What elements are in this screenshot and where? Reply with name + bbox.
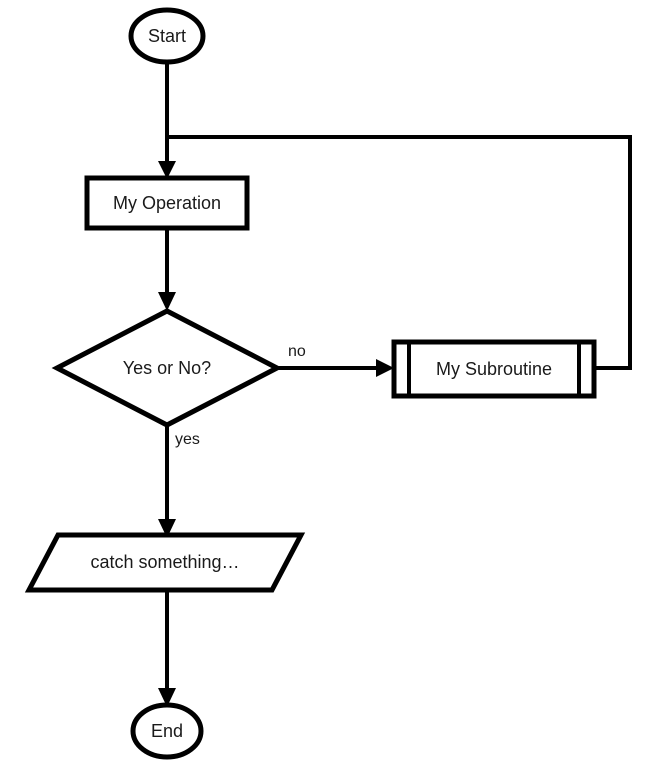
edge-operation-to-decision: [158, 228, 176, 311]
edge-subroutine-to-operation: [167, 135, 632, 370]
operation-rect-shape: [84, 175, 250, 231]
node-end-label: End: [151, 721, 183, 741]
node-subroutine-label: My Subroutine: [436, 359, 552, 379]
node-operation[interactable]: My Operation: [84, 175, 250, 231]
decision-diamond-shape: [51, 308, 283, 428]
node-subroutine[interactable]: My Subroutine: [391, 339, 597, 399]
catch-parallelogram-shape: [24, 532, 306, 593]
arrow-head-icon: [158, 161, 176, 179]
arrow-head-icon: [376, 359, 394, 377]
start-ellipse-shape: [128, 7, 206, 65]
node-catch[interactable]: catch something…: [24, 532, 306, 593]
node-decision[interactable]: Yes or No?: [51, 308, 283, 428]
node-operation-label: My Operation: [113, 193, 221, 213]
end-ellipse-shape: [130, 702, 204, 760]
node-start-label: Start: [148, 26, 186, 46]
edge-decision-to-catch: [158, 425, 176, 538]
arrow-head-icon: [158, 688, 176, 707]
node-catch-label: catch something…: [90, 552, 239, 572]
node-end[interactable]: End: [130, 702, 204, 760]
edge-line: [167, 135, 632, 370]
edge-label-yes: yes: [175, 431, 200, 448]
arrow-head-icon: [158, 519, 176, 538]
edge-start-to-operation: [158, 62, 176, 179]
node-decision-label: Yes or No?: [123, 358, 211, 378]
subroutine-rect-shape: [391, 339, 597, 399]
edge-label-no: no: [288, 343, 306, 360]
edge-catch-to-end: [158, 590, 176, 707]
arrow-head-icon: [158, 292, 176, 311]
edge-decision-to-subroutine: [277, 359, 394, 377]
node-start[interactable]: Start: [128, 7, 206, 65]
